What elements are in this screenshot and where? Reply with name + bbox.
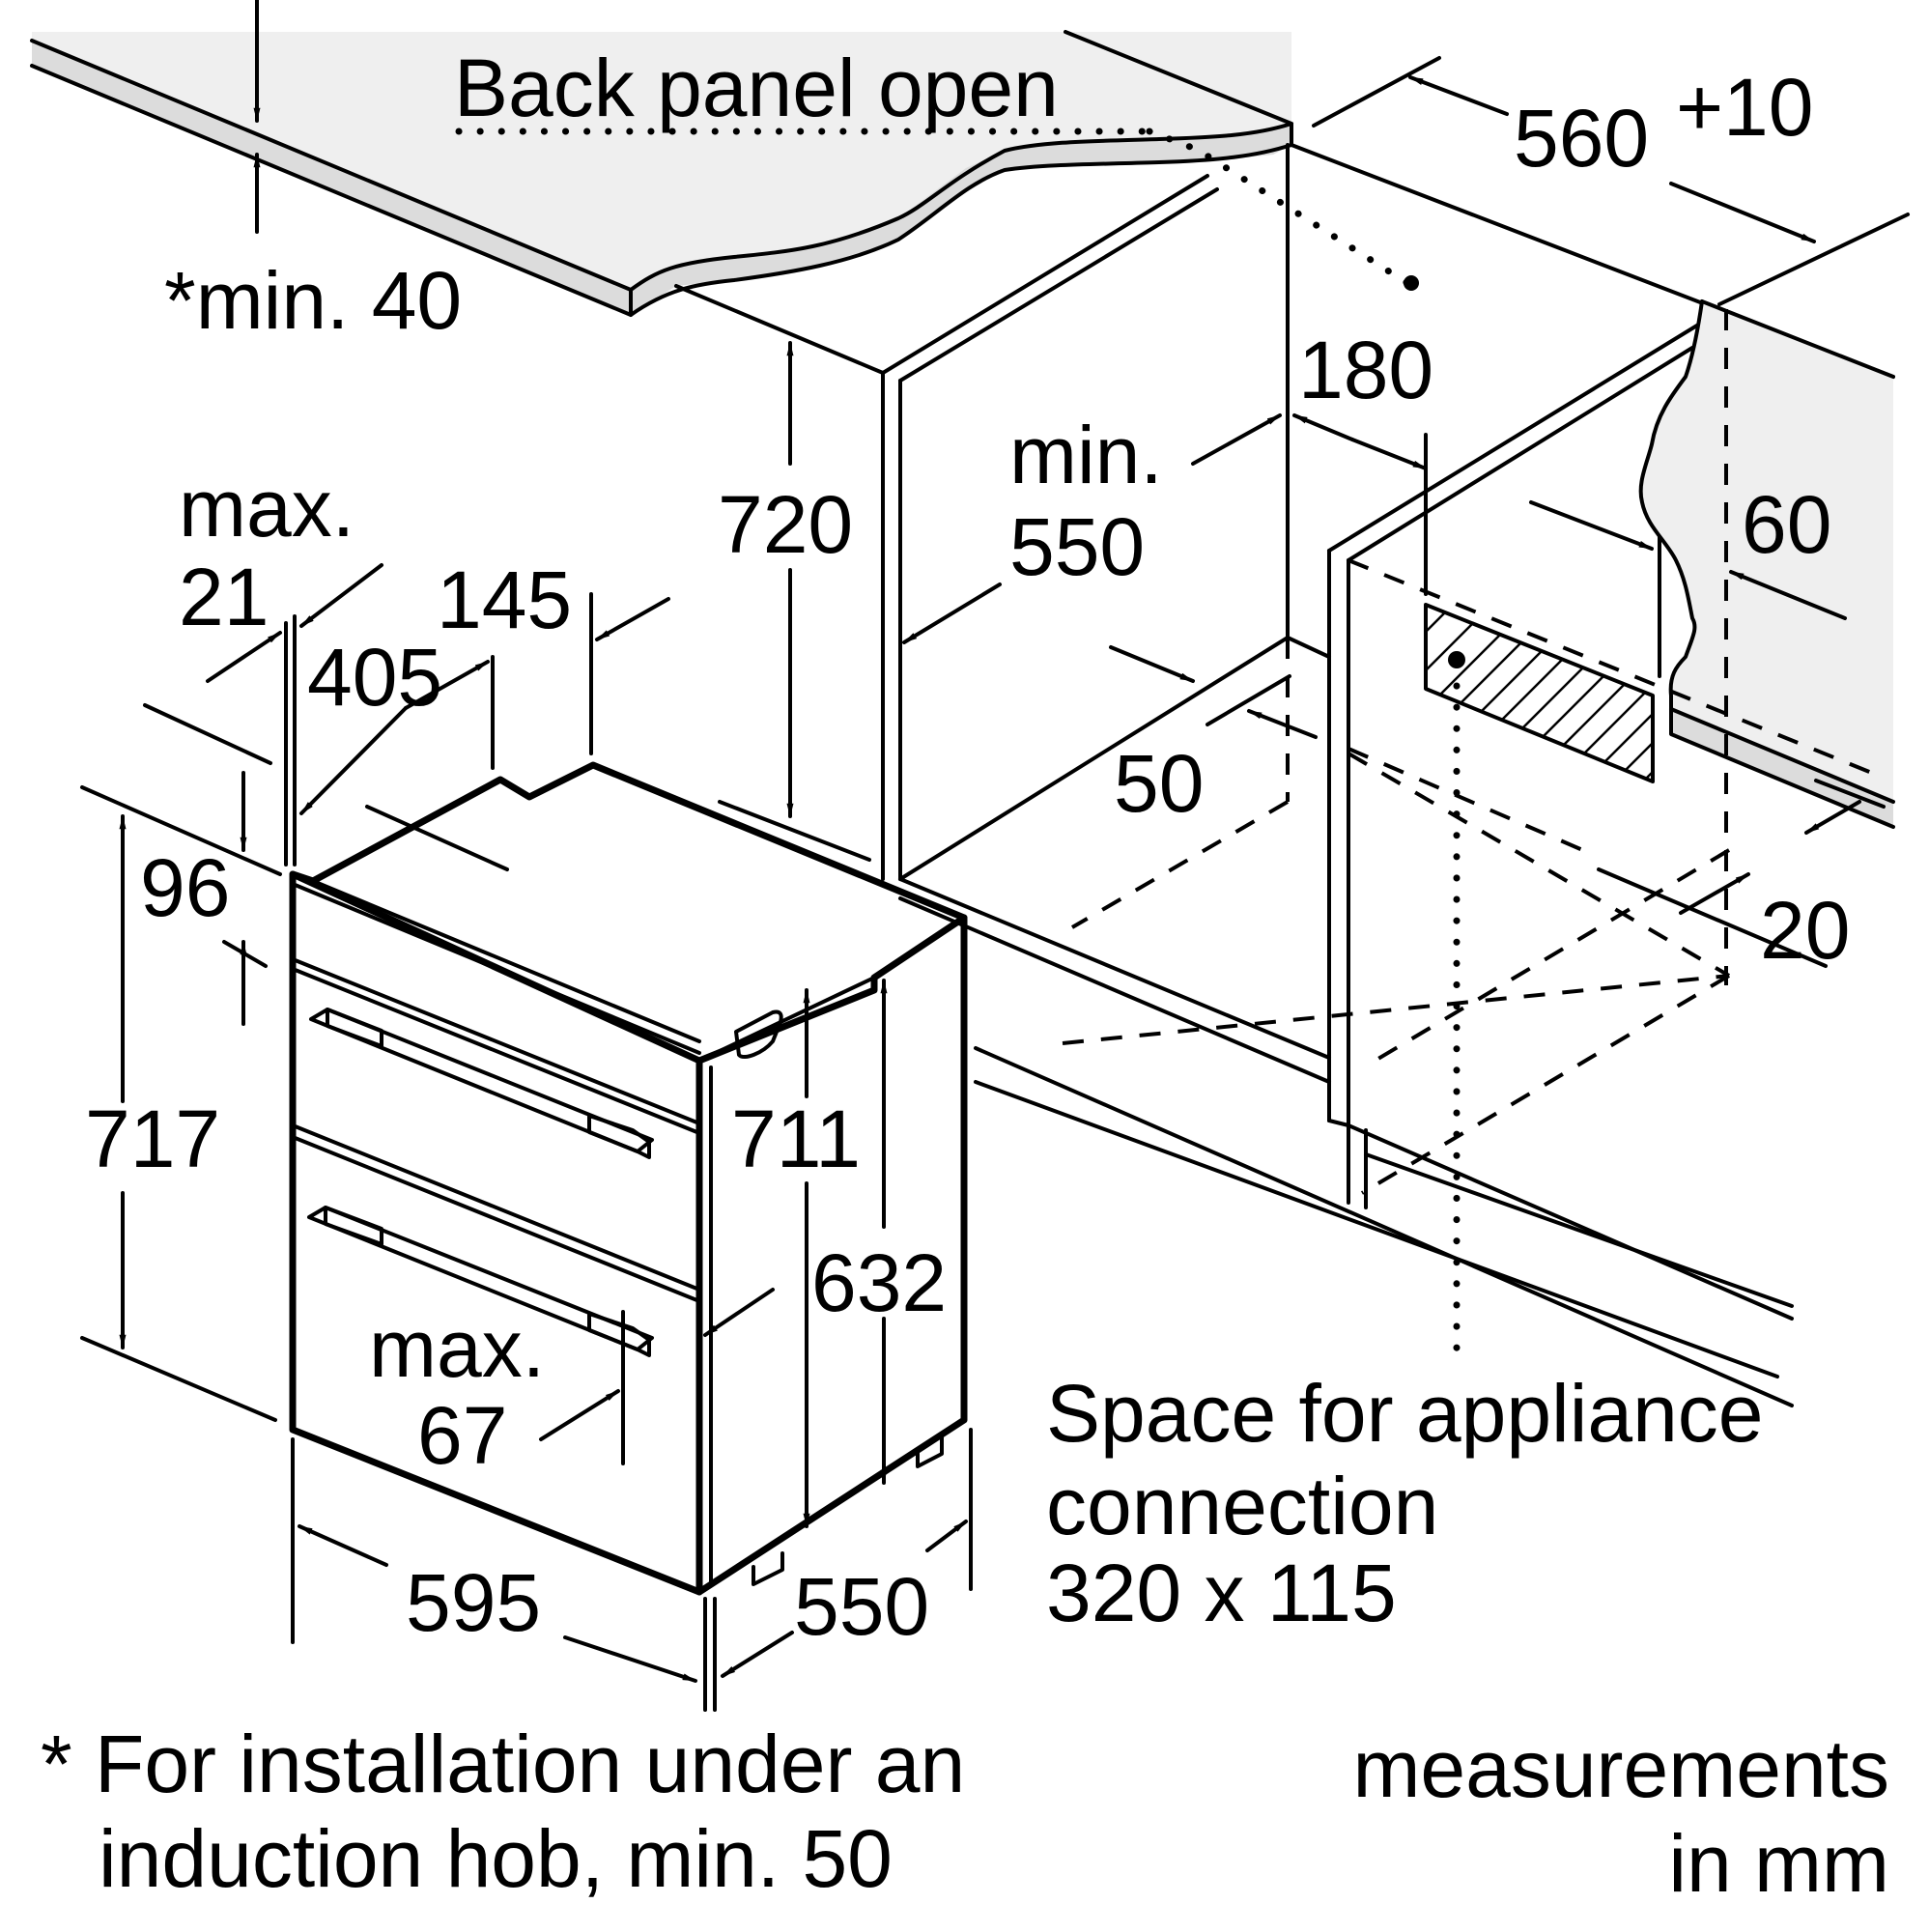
label-21: 21 <box>179 552 269 642</box>
label-50: 50 <box>1114 738 1204 829</box>
label-back-panel-open: Back panel open <box>454 43 1059 133</box>
label-max-21: max. <box>179 463 355 554</box>
label-720: 720 <box>718 479 853 570</box>
countertop <box>30 30 1293 317</box>
label-717: 717 <box>85 1094 220 1184</box>
back-panel-dot <box>1404 275 1419 291</box>
connection-note-line1: Space for appliance <box>1046 1368 1764 1459</box>
label-worktop-min40: *min. 40 <box>164 255 462 346</box>
appliance-connection-area <box>1424 603 1655 1356</box>
label-405: 405 <box>307 632 442 723</box>
label-180: 180 <box>1298 325 1433 415</box>
connection-note-line2: connection <box>1046 1461 1438 1551</box>
connection-note: Space for appliance connection 320 x 115 <box>1046 1368 1764 1638</box>
label-711: 711 <box>731 1094 861 1184</box>
lower-door-handle <box>307 1206 654 1357</box>
label-560-tolerance: +10 <box>1676 62 1814 153</box>
label-20: 20 <box>1760 885 1850 976</box>
label-60: 60 <box>1742 479 1831 570</box>
label-min: min. <box>1009 410 1163 500</box>
label-67: 67 <box>417 1390 507 1481</box>
label-min-550: 550 <box>1009 501 1145 592</box>
connection-note-line3: 320 x 115 <box>1046 1548 1397 1638</box>
dimension-lines <box>80 56 1910 1712</box>
cabinet-niche <box>674 143 1895 1407</box>
label-560: 560 <box>1514 93 1649 184</box>
footnote-line2: induction hob, min. 50 <box>99 1813 893 1904</box>
label-96: 96 <box>140 842 230 933</box>
label-145: 145 <box>437 554 572 645</box>
label-632: 632 <box>811 1237 947 1328</box>
footnote: * For installation under an induction ho… <box>41 1719 965 1904</box>
label-max-67: max. <box>369 1303 545 1394</box>
hidden-lines <box>1062 558 1885 1195</box>
oven <box>289 761 968 1596</box>
units-note: measurements in mm <box>1352 1723 1889 1909</box>
oven-top <box>289 761 968 1065</box>
units-note-line2: in mm <box>1668 1818 1889 1909</box>
dimension-labels: Back panel open *min. 40 560 +10 180 min… <box>85 43 1850 1652</box>
footnote-line1: * For installation under an <box>41 1719 965 1809</box>
units-note-line1: measurements <box>1352 1723 1889 1814</box>
label-550: 550 <box>794 1561 929 1652</box>
countertop-curved-edge <box>631 124 1291 315</box>
countertop-edge <box>32 41 631 315</box>
countertop-surface <box>32 32 1291 290</box>
label-595: 595 <box>406 1557 541 1648</box>
upper-door-handle <box>309 1008 654 1159</box>
side-wall-panel <box>1638 299 1895 985</box>
